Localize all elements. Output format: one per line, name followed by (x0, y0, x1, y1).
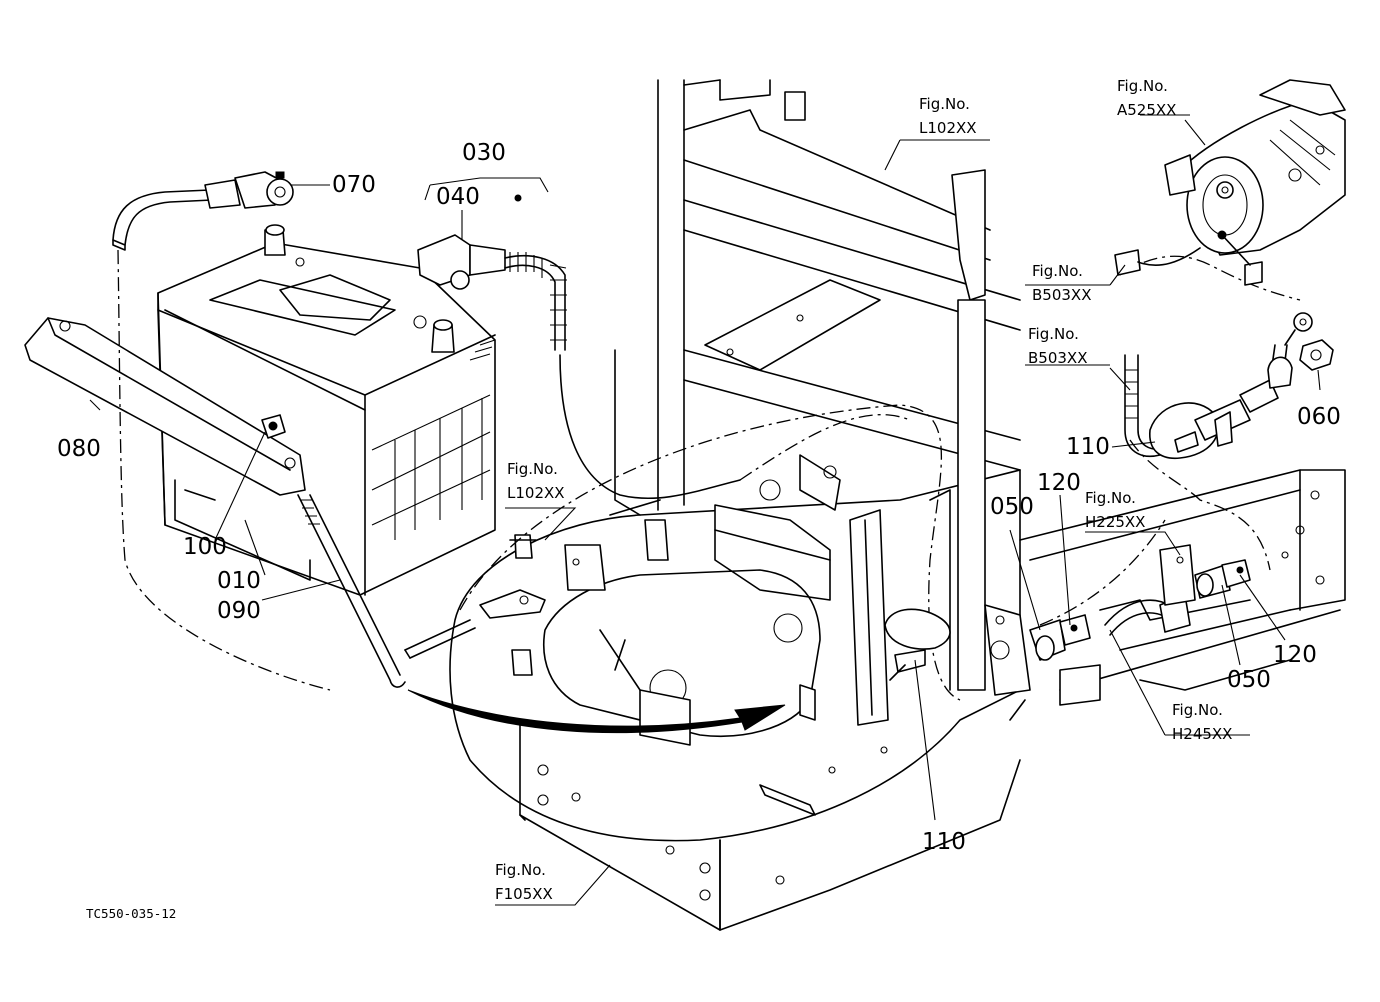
fig-label-b503-b: Fig.No. (1028, 325, 1079, 343)
callout-080: 080 (57, 436, 101, 462)
callout-050-left: 050 (990, 494, 1034, 520)
callout-010: 010 (217, 568, 261, 594)
callout-050-right: 050 (1227, 667, 1271, 693)
frame-drawing (449, 79, 1346, 931)
callout-100: 100 (183, 534, 227, 560)
callout-110-right: 110 (1066, 434, 1110, 460)
battery-drawing (157, 224, 496, 596)
fig-code-l102-top: L102XX (919, 119, 977, 137)
fig-code-b503-a: B503XX (1032, 286, 1091, 304)
fig-code-f105: F105XX (495, 885, 553, 903)
fig-code-h225: H225XX (1085, 513, 1145, 531)
callout-110-bottom: 110 (922, 829, 966, 855)
fig-label-h225: Fig.No. (1085, 489, 1136, 507)
cables-drawing (24, 171, 1334, 734)
callout-120-left: 120 (1037, 470, 1081, 496)
fig-code-b503-b: B503XX (1028, 349, 1087, 367)
callout-060: 060 (1297, 404, 1341, 430)
fig-code-l102-mid: L102XX (507, 484, 565, 502)
leader-lines (89, 114, 1321, 906)
fig-label-l102-mid: Fig.No. (507, 460, 558, 478)
callout-120-right: 120 (1273, 642, 1317, 668)
fig-code-a525: A525XX (1117, 101, 1176, 119)
callout-070: 070 (332, 172, 376, 198)
fig-label-a525: Fig.No. (1117, 77, 1168, 95)
diagram-code: TC550-035-12 (86, 906, 176, 921)
fig-label-b503-a: Fig.No. (1032, 262, 1083, 280)
fig-label-h245: Fig.No. (1172, 701, 1223, 719)
fig-label-f105: Fig.No. (495, 861, 546, 879)
callout-030: 030 (462, 140, 506, 166)
starter-motor-drawing (1114, 79, 1346, 286)
callout-040: 040 (436, 184, 480, 210)
callout-090: 090 (217, 598, 261, 624)
fig-code-h245: H245XX (1172, 725, 1232, 743)
fig-label-l102-top: Fig.No. (919, 95, 970, 113)
